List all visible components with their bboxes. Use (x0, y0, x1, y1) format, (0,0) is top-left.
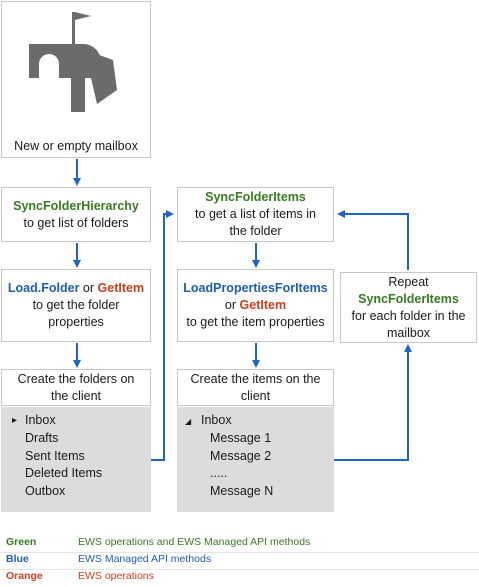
load-folder-box: Load.Folder or GetItem to get the folder… (1, 269, 151, 342)
repeat-text-1: for each folder in the (351, 308, 466, 323)
load-properties-box: LoadPropertiesForItems or GetItem to get… (177, 269, 334, 342)
folder-tree-item: Sent Items (25, 449, 85, 463)
load-folder-op: Load.Folder (7, 281, 80, 295)
sync-folder-hierarchy-box: SyncFolderHierarchy to get list of folde… (1, 187, 151, 242)
legend-key: Green (6, 536, 37, 548)
repeat-label: Repeat (388, 274, 429, 289)
create-items-text-2: client (240, 388, 271, 403)
sync-folder-items-box: SyncFolderItems to get a list of items i… (177, 187, 334, 242)
legend-desc: EWS operations (78, 570, 154, 582)
load-folder-text-1: to get the folder (32, 298, 120, 312)
get-item-op: GetItem (97, 281, 145, 295)
legend-divider (0, 569, 479, 570)
folder-tree: ▸ Inbox Drafts Sent Items Deleted Items … (1, 407, 151, 512)
load-properties-op: LoadPropertiesForItems (183, 281, 328, 295)
sync-folder-items-text-1: to get a list of items in (195, 207, 316, 221)
sync-folder-items-text-2: the folder (229, 224, 282, 238)
repeat-op: SyncFolderItems (358, 291, 459, 306)
mailbox-icon (29, 12, 117, 112)
item-tree-child: Message N (210, 484, 274, 498)
tree-expand-icon: ▸ (12, 415, 18, 426)
item-tree-root: Inbox (201, 413, 232, 427)
arrow-folders-to-sync-items (151, 210, 174, 461)
legend-key: Blue (6, 553, 29, 565)
item-tree: ◢ Inbox Message 1 Message 2 ..... Messag… (177, 407, 334, 512)
create-folders-text-1: Create the folders on (17, 371, 135, 386)
load-properties-or: or (224, 298, 237, 312)
folder-tree-item: Outbox (25, 484, 66, 498)
load-folder-or: or (82, 281, 95, 295)
repeat-box: Repeat SyncFolderItems for each folder i… (340, 272, 477, 343)
folder-tree-item: Deleted Items (25, 466, 103, 480)
create-items-text-1: Create the items on the (190, 371, 321, 386)
legend-desc: EWS Managed API methods (78, 553, 212, 565)
mailbox-box: New or empty mailbox (1, 1, 151, 158)
create-folders-box: Create the folders on the client (1, 369, 151, 406)
legend-divider (0, 552, 479, 553)
sync-folder-hierarchy-op: SyncFolderHierarchy (13, 198, 139, 213)
item-tree-child: Message 1 (210, 431, 272, 445)
item-tree-child: Message 2 (210, 449, 272, 463)
mailbox-label: New or empty mailbox (14, 139, 138, 153)
tree-collapse-icon: ◢ (185, 417, 192, 426)
repeat-text-2: mailbox (386, 325, 431, 340)
load-properties-get-item: GetItem (239, 298, 287, 312)
load-folder-text-2: properties (48, 315, 104, 329)
item-tree-child: ..... (210, 466, 228, 480)
folder-tree-item: Inbox (25, 413, 56, 427)
arrow-repeat-to-sync-items (337, 210, 409, 270)
load-folder-ops: Load.Folder or GetItem (8, 280, 144, 297)
sync-folder-hierarchy-text: to get list of folders (23, 215, 129, 230)
sync-folder-items-op: SyncFolderItems (205, 190, 306, 204)
arrow-items-to-repeat (334, 344, 412, 461)
folder-tree-item: Drafts (25, 431, 59, 445)
create-folders-text-2: the client (50, 388, 102, 403)
legend-key: Orange (6, 570, 43, 582)
legend-desc: EWS operations and EWS Managed API metho… (78, 536, 311, 548)
load-properties-ops-2: or GetItem (225, 297, 286, 314)
create-items-box: Create the items on the client (177, 369, 334, 406)
load-properties-text: to get the item properties (186, 315, 325, 329)
